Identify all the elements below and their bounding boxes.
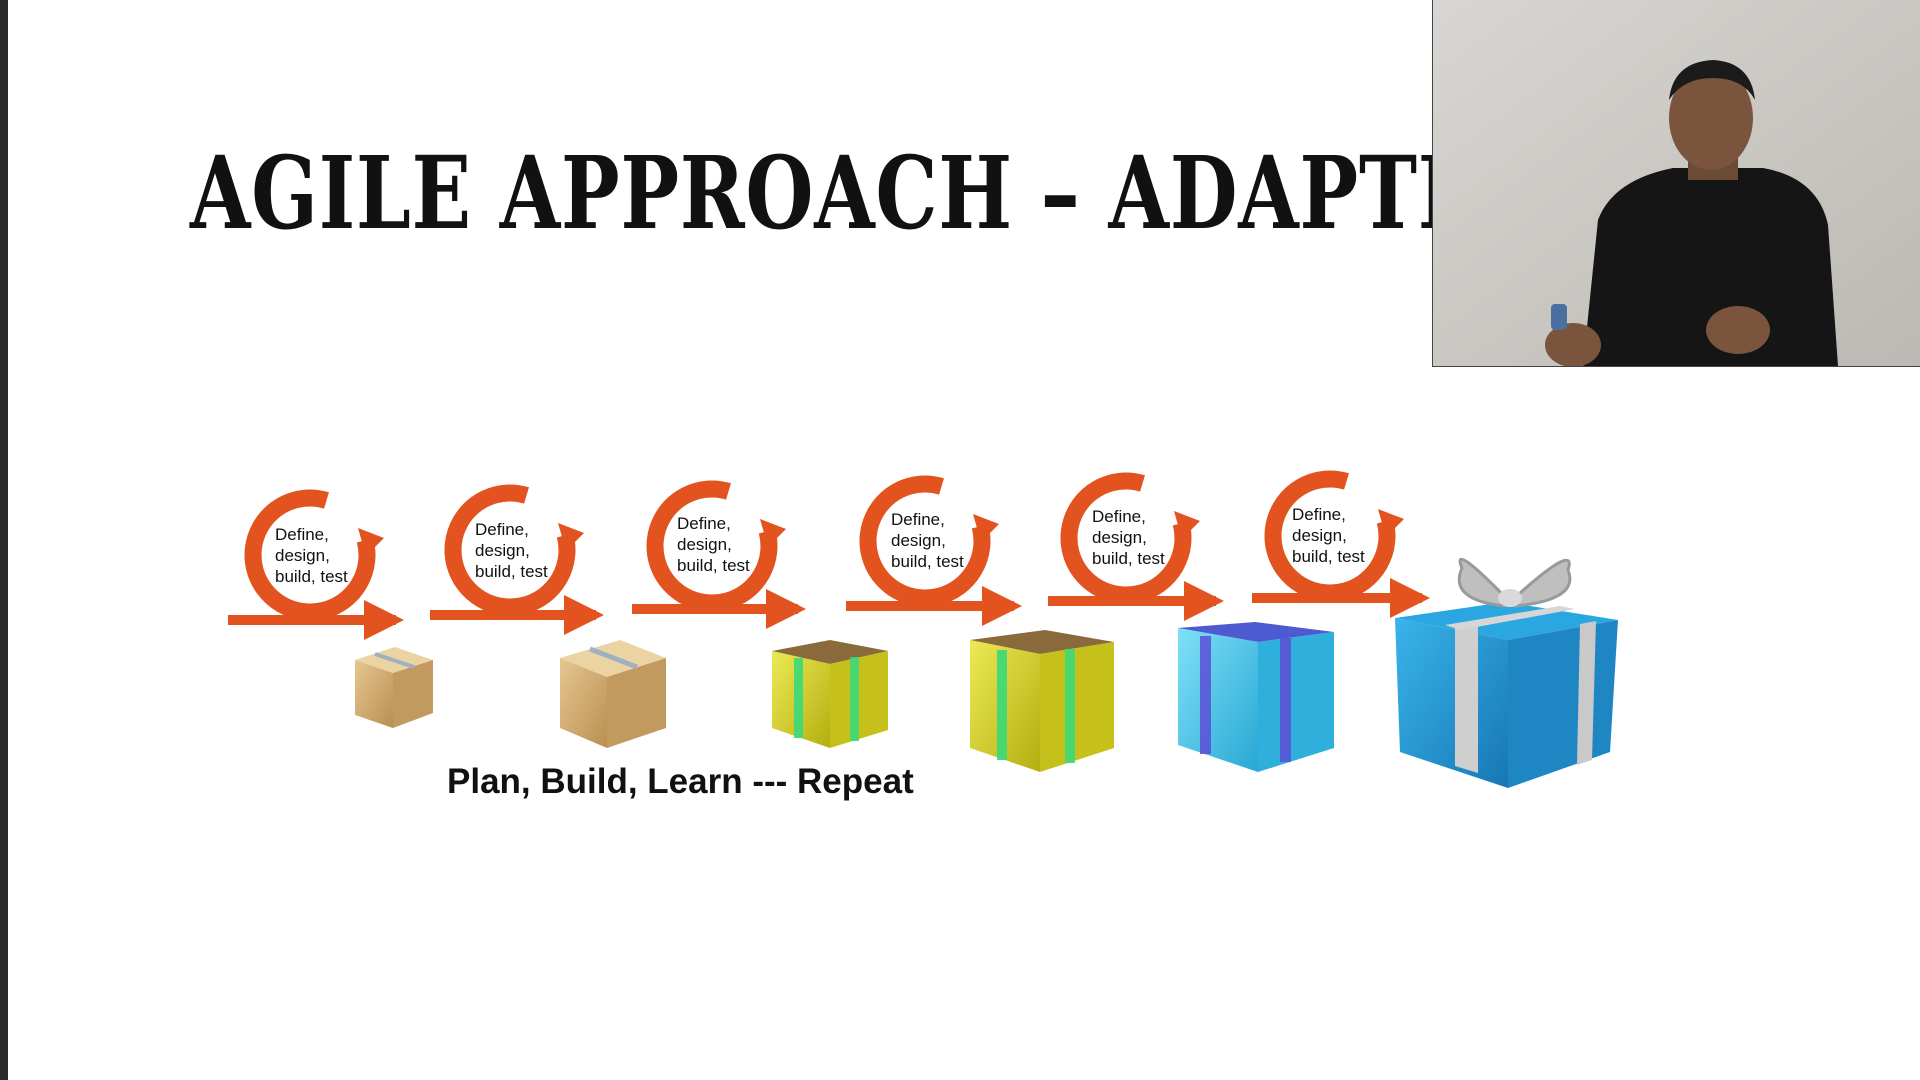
svg-text:Define, design, bu: Define, design, build, test: [475, 520, 548, 581]
cycle-text-line: build, test: [677, 556, 750, 575]
svg-text:Define, design, bu: Define, design, build, test: [677, 514, 750, 575]
cycle-text-line: Define,: [475, 520, 529, 539]
cycle-text-line: design,: [1092, 528, 1147, 547]
cycle-text-line: build, test: [1092, 549, 1165, 568]
iteration-3: Define, design, build, test: [632, 480, 888, 748]
iteration-2: Define, design, build, test: [430, 484, 666, 748]
svg-text:Define, design, bu: Define, design, build, test: [1092, 507, 1165, 568]
iteration-5: Define, design, build, test: [1048, 472, 1334, 772]
cycle-arrowhead-icon: [973, 514, 999, 542]
blue-box-icon: [1178, 622, 1334, 772]
iteration-1: Define, design, build, test: [228, 489, 433, 728]
cycle-arrowhead-icon: [358, 528, 384, 556]
cycle-arrowhead-icon: [760, 519, 786, 547]
cycle-text-line: Define,: [891, 510, 945, 529]
cycle-arrowhead-icon: [558, 523, 584, 551]
svg-text:Define, design, bu: Define, design, build, test: [1292, 505, 1365, 566]
cycle-arrowhead-icon: [1378, 509, 1404, 537]
gift-box-with-bow-icon: [1395, 557, 1618, 788]
cycle-text-line: build, test: [891, 552, 964, 571]
cycle-text-line: design,: [1292, 526, 1347, 545]
cycle-text-line: build, test: [275, 567, 348, 586]
cycle-text-line: design,: [891, 531, 946, 550]
plain-box-large-icon: [560, 640, 666, 748]
cycle-text-line: design,: [475, 541, 530, 560]
yellow-box-small-icon: [772, 640, 888, 748]
yellow-box-large-icon: [970, 630, 1114, 772]
cycle-arrowhead-icon: [1174, 511, 1200, 539]
cycle-text-line: Define,: [1292, 505, 1346, 524]
cycle-text-line: Define,: [677, 514, 731, 533]
iteration-4: Define, design, build, test: [846, 475, 1114, 772]
cycle-text-line: design,: [275, 546, 330, 565]
cycle-text-line: Define,: [275, 525, 329, 544]
cycle-text-line: design,: [677, 535, 732, 554]
cycle-text-line: Define,: [1092, 507, 1146, 526]
plain-box-small-icon: [355, 647, 433, 728]
iteration-6: Define, design, build, test: [1252, 470, 1618, 788]
svg-text:Define, design, bu: Define, design, build, test: [891, 510, 964, 571]
left-edge-bar: [0, 0, 8, 1080]
cycle-text-line: build, test: [1292, 547, 1365, 566]
diagram-caption: Plan, Build, Learn --- Repeat: [447, 762, 914, 801]
presenter-webcam: [1432, 0, 1920, 367]
svg-text:Define, design, bu: Define, design, build, test: [275, 525, 348, 586]
cycle-text-line: build, test: [475, 562, 548, 581]
